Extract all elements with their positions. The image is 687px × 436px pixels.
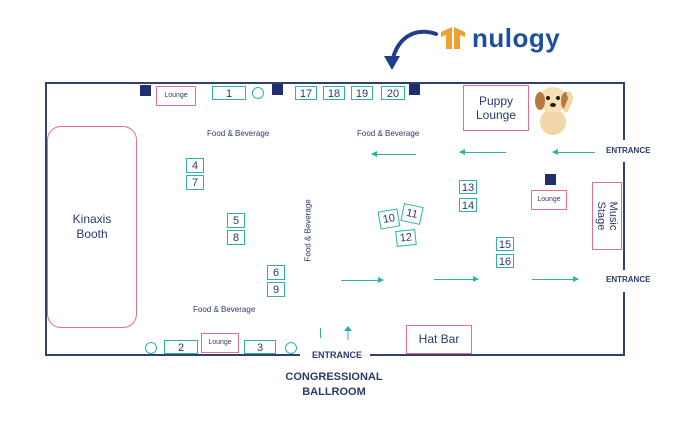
entrance-gap-top bbox=[620, 140, 630, 162]
lounge-label: Lounge bbox=[164, 92, 188, 99]
booth-15[interactable]: 15 bbox=[496, 237, 514, 251]
entrance-tick bbox=[320, 328, 321, 338]
booth-13[interactable]: 13 bbox=[459, 180, 477, 194]
booth-10[interactable]: 10 bbox=[377, 208, 401, 230]
booth-18[interactable]: 18 bbox=[323, 86, 345, 100]
booth-3[interactable]: 3 bbox=[244, 340, 276, 354]
food-beverage-label: Food & Beverage bbox=[193, 305, 256, 314]
booth-12[interactable]: 12 bbox=[395, 228, 417, 248]
kinaxis-booth[interactable]: Kinaxis Booth bbox=[47, 126, 137, 328]
marker bbox=[409, 84, 420, 95]
flow-arrow-left bbox=[459, 149, 506, 155]
booth-11[interactable]: 11 bbox=[400, 203, 424, 225]
food-beverage-label: Food & Beverage bbox=[357, 129, 420, 138]
marker bbox=[545, 174, 556, 185]
booth-20[interactable]: 20 bbox=[381, 86, 405, 100]
food-beverage-label: Food & Beverage bbox=[207, 129, 270, 138]
booth-17[interactable]: 17 bbox=[295, 86, 317, 100]
music-stage[interactable]: Music Stage bbox=[592, 182, 622, 250]
music-stage-label: Music Stage bbox=[595, 201, 619, 231]
nulogy-logo-icon bbox=[441, 27, 465, 49]
lounge-bottom: Lounge bbox=[201, 333, 239, 353]
booth-4[interactable]: 4 bbox=[186, 158, 204, 173]
booth-14[interactable]: 14 bbox=[459, 198, 477, 212]
entrance-south[interactable]: ENTRANCE bbox=[310, 350, 365, 360]
flow-arrow-right bbox=[434, 276, 479, 282]
booth-2[interactable]: 2 bbox=[164, 340, 198, 354]
flow-arrow-left bbox=[371, 151, 416, 157]
booth-19[interactable]: 19 bbox=[351, 86, 373, 100]
entrance-east-top[interactable]: ENTRANCE bbox=[606, 146, 651, 155]
booth-9[interactable]: 9 bbox=[267, 282, 285, 297]
booth-16[interactable]: 16 bbox=[496, 254, 514, 268]
food-beverage-label-vertical: Food & Beverage bbox=[303, 199, 313, 262]
booth-1[interactable]: 1 bbox=[212, 86, 246, 100]
puppy-icon bbox=[535, 87, 573, 135]
brand-logo: nulogy bbox=[438, 22, 560, 54]
hat-bar[interactable]: Hat Bar bbox=[406, 325, 472, 354]
entrance-east-bottom[interactable]: ENTRANCE bbox=[606, 275, 651, 284]
lounge-top: Lounge bbox=[156, 86, 196, 106]
booth-7[interactable]: 7 bbox=[186, 175, 204, 190]
entrance-gap-bottom bbox=[620, 270, 630, 292]
flow-arrow-right bbox=[532, 276, 579, 282]
brand-name: nulogy bbox=[472, 22, 561, 53]
ballroom-label: CONGRESSIONAL BALLROOM bbox=[285, 371, 383, 398]
flow-arrow-right bbox=[341, 277, 384, 283]
marker-circle bbox=[285, 342, 297, 354]
up-arrow-icon bbox=[344, 326, 352, 340]
marker-circle bbox=[145, 342, 157, 354]
booth-5[interactable]: 5 bbox=[227, 213, 245, 228]
nulogy-arrow-icon bbox=[384, 29, 438, 70]
puppy-lounge[interactable]: Puppy Lounge bbox=[463, 85, 529, 131]
marker bbox=[272, 84, 283, 95]
lounge-right: Lounge bbox=[531, 190, 567, 210]
marker-circle bbox=[252, 87, 264, 99]
booth-8[interactable]: 8 bbox=[227, 230, 245, 245]
flow-arrow-left bbox=[552, 149, 595, 155]
booth-6[interactable]: 6 bbox=[267, 265, 285, 280]
marker bbox=[140, 85, 151, 96]
